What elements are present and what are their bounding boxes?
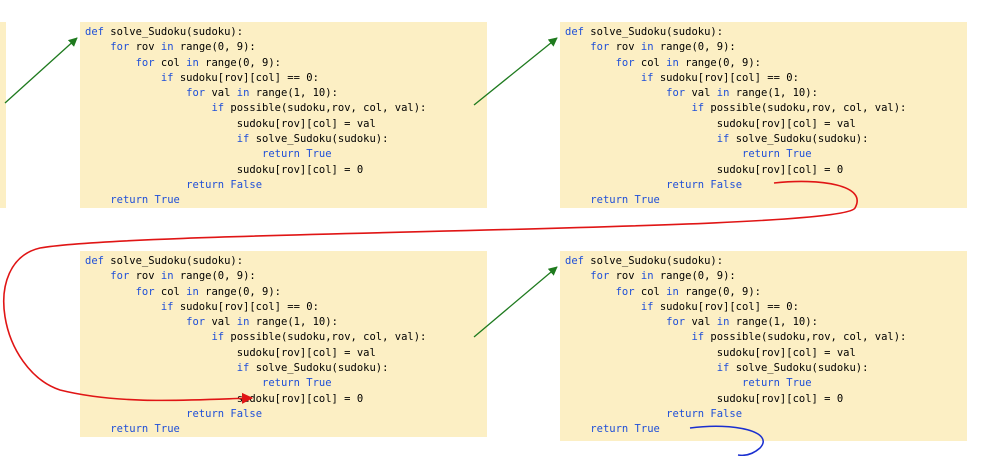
code-line-return-true: return True: [590, 423, 660, 436]
code-line-for-rov: for rov in range(0, 9):: [110, 270, 256, 283]
code-line-def: def solve_Sudoku(sudoku):: [565, 26, 724, 38]
code-line-return-true-inner: return True: [262, 377, 332, 390]
code-line-return-true: return True: [110, 194, 180, 207]
code-line-if-solve: if solve_Sudoku(sudoku):: [716, 362, 869, 375]
code-panel-partial: [0, 22, 6, 208]
code-line-assign-val: sudoku[rov][col] = val: [716, 117, 856, 130]
code-line-return-true-inner: return True: [262, 148, 332, 161]
code-panel-bottom-right: def solve_Sudoku(sudoku): for rov in ran…: [560, 251, 967, 441]
code-line-if-solve: if solve_Sudoku(sudoku):: [236, 133, 389, 146]
code-line-return-false: return False: [186, 178, 263, 191]
code-line-for-rov: for rov in range(0, 9):: [590, 270, 736, 283]
code-line-return-true-inner: return True: [742, 148, 812, 161]
code-line-return-false: return False: [186, 407, 263, 420]
code-line-if-empty: if sudoku[rov][col] == 0:: [640, 300, 799, 313]
code-line-return-false: return False: [666, 407, 743, 420]
code-line-assign-val: sudoku[rov][col] = val: [236, 346, 376, 359]
code-line-for-col: for col in range(0, 9):: [615, 285, 761, 298]
code-panel-bottom-left: def solve_Sudoku(sudoku): for rov in ran…: [80, 251, 487, 437]
code-line-if-empty: if sudoku[rov][col] == 0:: [160, 300, 319, 313]
code-line-def: def solve_Sudoku(sudoku):: [85, 255, 244, 267]
green-arrow-call-1: [4, 37, 78, 104]
code-line-assign-val: sudoku[rov][col] = val: [236, 117, 376, 130]
code-line-for-rov: for rov in range(0, 9):: [590, 41, 736, 54]
code-line-reset-zero: sudoku[rov][col] = 0: [236, 163, 364, 176]
code-line-if-solve: if solve_Sudoku(sudoku):: [716, 133, 869, 146]
code-line-if-empty: if sudoku[rov][col] == 0:: [160, 71, 319, 84]
code-line-return-false: return False: [666, 178, 743, 191]
code-line-for-val: for val in range(1, 10):: [666, 87, 818, 100]
code-line-for-col: for col in range(0, 9):: [615, 56, 761, 69]
code-line-if-possible: if possible(sudoku,rov, col, val):: [211, 102, 427, 115]
code-line-return-true-inner: return True: [742, 377, 812, 390]
code-line-def: def solve_Sudoku(sudoku):: [85, 26, 244, 38]
code-line-reset-zero: sudoku[rov][col] = 0: [716, 392, 844, 405]
code-line-for-rov: for rov in range(0, 9):: [110, 41, 256, 54]
code-line-assign-val: sudoku[rov][col] = val: [716, 346, 856, 359]
code-panel-top-left: def solve_Sudoku(sudoku): for rov in ran…: [80, 22, 487, 208]
code-line-reset-zero: sudoku[rov][col] = 0: [716, 163, 844, 176]
code-line-if-solve: if solve_Sudoku(sudoku):: [236, 362, 389, 375]
code-line-for-val: for val in range(1, 10):: [186, 316, 338, 329]
code-panel-top-right: def solve_Sudoku(sudoku): for rov in ran…: [560, 22, 967, 208]
code-line-reset-zero: sudoku[rov][col] = 0: [236, 392, 364, 405]
code-line-for-val: for val in range(1, 10):: [666, 316, 818, 329]
code-line-for-col: for col in range(0, 9):: [135, 285, 281, 298]
code-line-if-possible: if possible(sudoku,rov, col, val):: [211, 331, 427, 344]
code-line-for-val: for val in range(1, 10):: [186, 87, 338, 100]
code-line-return-true: return True: [110, 423, 180, 436]
code-line-if-empty: if sudoku[rov][col] == 0:: [640, 71, 799, 84]
code-line-def: def solve_Sudoku(sudoku):: [565, 255, 724, 267]
code-line-if-possible: if possible(sudoku,rov, col, val):: [691, 331, 907, 344]
code-line-for-col: for col in range(0, 9):: [135, 56, 281, 69]
code-line-if-possible: if possible(sudoku,rov, col, val):: [691, 102, 907, 115]
code-line-return-true: return True: [590, 194, 660, 207]
